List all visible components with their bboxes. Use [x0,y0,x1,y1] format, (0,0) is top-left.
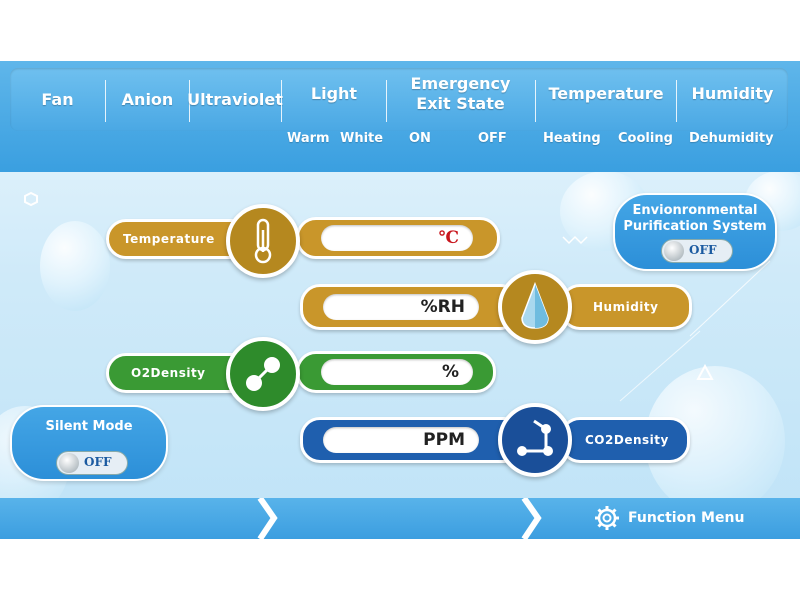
temperature-value-field: ℃ [321,225,473,251]
humidity-unit: %RH [420,297,465,317]
o2-value-field: % [321,359,473,385]
function-menu-button[interactable]: Function Menu [594,506,744,530]
light-button[interactable]: Light [310,84,358,103]
water-drop-icon-circle [498,270,572,344]
gear-icon [595,506,619,530]
toggle-state: OFF [689,243,717,257]
divider [105,80,106,122]
divider [386,80,387,122]
co2-value-field: PPM [323,427,479,453]
temperature-value-bar: ℃ [296,217,500,259]
anion-button[interactable]: Anion [121,89,174,109]
ultraviolet-button[interactable]: Ultraviolet [187,89,283,109]
co2-molecule-icon-circle [498,403,572,477]
emergency-exit-button[interactable]: Emergency Exit State [410,74,511,113]
humidity-button[interactable]: Humidity [691,84,774,103]
environmental-purification-toggle[interactable]: OFF [661,239,733,263]
co2-value-bar: PPM [300,417,524,463]
decorative-shapes [24,191,771,402]
thermometer-icon [254,218,272,264]
dehumidity-option[interactable]: Dehumidity [689,131,774,146]
co2-label-bar: CO2Density [560,417,690,463]
environmental-purification-title: Envionronmental Purification System [623,203,767,234]
background-bubble [40,221,110,311]
footer-bar: Function Menu [0,498,800,539]
o2-unit: % [441,362,459,382]
control-screen: Fan Anion Ultraviolet Light Emergency Ex… [0,61,800,539]
co2-label: CO2Density [585,433,669,447]
silent-mode-panel: Silent Mode OFF [10,405,168,481]
thermometer-icon-circle [226,204,300,278]
light-white-option[interactable]: White [340,131,384,146]
emergency-on-option[interactable]: ON [409,131,431,146]
chevron-right-icon [257,498,278,539]
temperature-button[interactable]: Temperature [548,84,664,103]
humidity-value-field: %RH [323,294,479,320]
toggle-knob [664,241,684,261]
temperature-unit: ℃ [438,228,459,248]
co2-unit: PPM [423,430,465,450]
mode-category-bar: Fan Anion Ultraviolet Light Emergency Ex… [10,68,788,131]
silent-mode-title: Silent Mode [45,419,133,434]
toggle-knob [59,453,79,473]
humidity-label-bar: Humidity [560,284,692,330]
environmental-purification-panel: Envionronmental Purification System OFF [613,193,777,271]
heating-option[interactable]: Heating [543,131,601,146]
water-drop-icon [521,281,549,329]
function-menu-label: Function Menu [628,510,745,526]
mode-header: Fan Anion Ultraviolet Light Emergency Ex… [0,61,800,172]
humidity-value-bar: %RH [300,284,520,330]
divider [281,80,282,122]
humidity-label: Humidity [593,300,659,314]
o2-molecule-icon [246,357,280,391]
chevron-right-icon [521,498,542,539]
emergency-off-option[interactable]: OFF [478,131,507,146]
cooling-option[interactable]: Cooling [618,131,673,146]
o2-label: O2Density [131,366,206,380]
light-warm-option[interactable]: Warm [287,131,330,146]
divider [676,80,677,122]
co2-molecule-icon [517,419,553,456]
fan-button[interactable]: Fan [41,89,74,109]
temperature-label: Temperature [123,232,215,246]
toggle-state: OFF [84,455,112,469]
o2-molecule-icon-circle [226,337,300,411]
divider [189,80,190,122]
divider [535,80,536,122]
o2-value-bar: % [296,351,496,393]
silent-mode-toggle[interactable]: OFF [56,451,128,475]
